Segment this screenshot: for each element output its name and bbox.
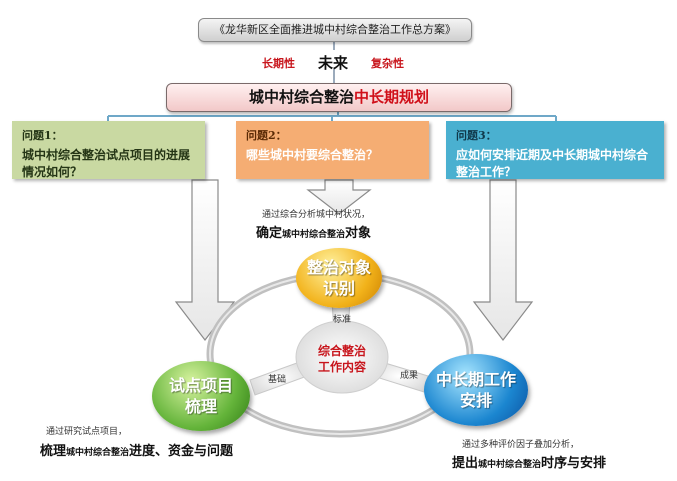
circle-target-identification: 整治对象 识别 <box>296 248 382 308</box>
circle-top-line1: 整治对象 <box>306 258 371 277</box>
question-1-box: 问题1： 城中村综合整治试点项目的进展情况如何？ <box>12 121 205 179</box>
question-1-body: 城中村综合整治试点项目的进展情况如何？ <box>22 148 191 179</box>
right-note-mid: 城中村综合整治 <box>478 460 542 470</box>
circle-left-line2: 梳理 <box>184 397 217 416</box>
circle-top-line2: 识别 <box>322 279 355 298</box>
left-note-post: 进度、资金与问题 <box>129 444 234 459</box>
center-line1: 综合整治 <box>317 344 366 358</box>
main-plan-title: 城中村综合整治中长期规划 <box>166 83 512 112</box>
top-note-small: 通过综合分析城中村状况， <box>262 210 371 220</box>
circle-pilot-review: 试点项目 梳理 <box>152 361 250 431</box>
right-note-pre: 提出 <box>452 456 479 471</box>
arrow-q2-down <box>306 179 372 215</box>
question-3-box: 问题3： 应如何安排近期及中长期城中村综合整治工作？ <box>446 121 664 179</box>
center-line2: 工作内容 <box>317 360 366 374</box>
long-term-label: 长期性 <box>262 57 295 70</box>
top-note-big: 确定城中村综合整治对象 <box>256 222 371 241</box>
question-2-body: 哪些城中村要综合整治？ <box>246 148 379 162</box>
left-note-small: 通过研究试点项目， <box>46 427 128 437</box>
left-note-mid: 城中村综合整治 <box>66 448 130 458</box>
main-plan-title-black: 城中村综合整治 <box>248 88 354 106</box>
circle-long-term-arrangement: 中长期工作 安排 <box>424 354 528 426</box>
top-note-post: 对象 <box>345 226 372 241</box>
complexity-label: 复杂性 <box>371 57 404 70</box>
right-note-post: 时序与安排 <box>541 456 607 471</box>
question-1-title: 问题1： <box>22 129 63 142</box>
circle-left-line1: 试点项目 <box>168 376 233 395</box>
question-2-title: 问题2： <box>246 129 287 142</box>
top-note-mid: 城中村综合整治 <box>282 230 346 240</box>
arrow-q3-down <box>472 179 534 341</box>
top-note-pre: 确定 <box>256 226 283 241</box>
connector-label-basis: 基础 <box>268 375 287 385</box>
right-note-small: 通过多种评价因子叠加分析， <box>462 440 580 450</box>
question-2-box: 问题2： 哪些城中村要综合整治？ <box>236 121 429 179</box>
circle-right-line2: 安排 <box>459 391 492 410</box>
center-work-content: 综合整治 工作内容 <box>312 343 372 375</box>
future-label: 未来 <box>318 54 349 72</box>
connector-label-result: 成果 <box>400 371 419 381</box>
left-note-pre: 梳理 <box>40 444 67 459</box>
center-disc <box>295 320 389 394</box>
right-note-big: 提出城中村综合整治时序与安排 <box>452 452 606 471</box>
left-note-big: 梳理城中村综合整治进度、资金与问题 <box>40 440 233 459</box>
circle-right-line1: 中长期工作 <box>435 370 516 389</box>
main-plan-title-red: 中长期规划 <box>354 88 430 106</box>
question-3-body: 应如何安排近期及中长期城中村综合整治工作？ <box>456 148 649 179</box>
master-plan-document: 《龙华新区全面推进城中村综合整治工作总方案》 <box>198 18 472 42</box>
connector-label-standard: 标准 <box>333 315 352 325</box>
question-3-title: 问题3： <box>456 129 497 142</box>
